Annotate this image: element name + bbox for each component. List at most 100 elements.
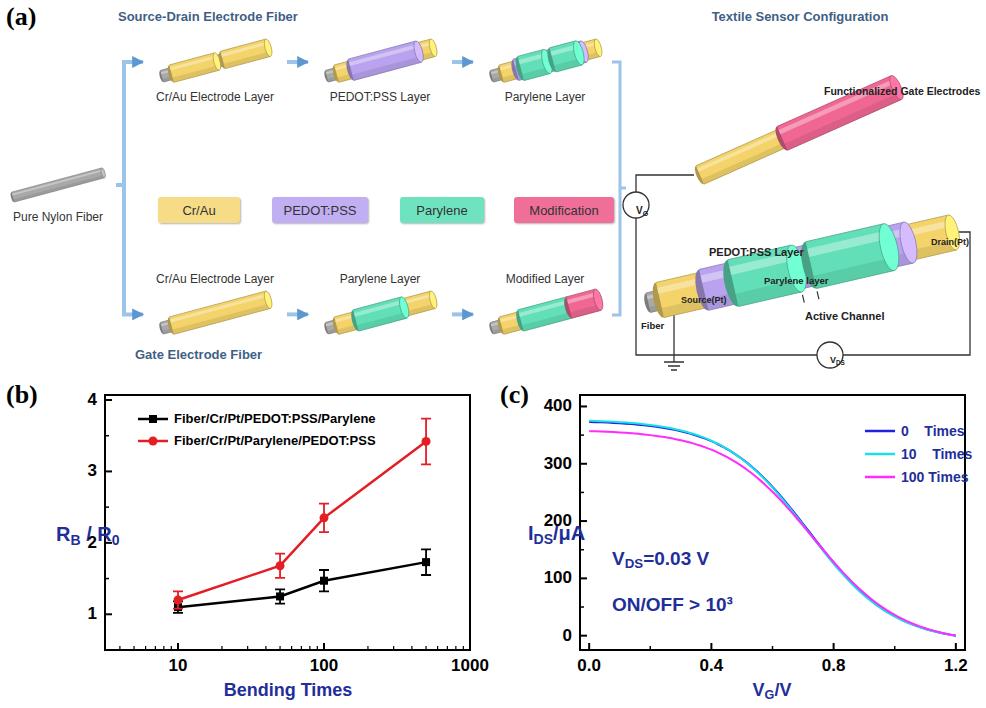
drawing-line xyxy=(580,405,587,407)
drawing-line xyxy=(469,643,471,650)
drawing-ellipse xyxy=(428,291,439,310)
drawing-line xyxy=(353,297,401,310)
tick-label: 1000 xyxy=(451,656,489,676)
part-label: PEDOT:PSS Layer xyxy=(709,246,804,259)
drawing-line xyxy=(696,129,778,166)
annotation: VDS=0.03 V xyxy=(612,548,709,572)
drawing-rect xyxy=(220,39,270,69)
drawing-line xyxy=(105,470,112,472)
drawing-rect xyxy=(334,291,435,334)
drawing-ellipse xyxy=(593,38,604,57)
drawing-line xyxy=(171,646,172,650)
tick-label: 300 xyxy=(544,454,572,474)
drawing-span: V xyxy=(753,680,765,700)
ground-symbol xyxy=(664,355,684,370)
legend-swatch: Cr/Au xyxy=(158,197,240,223)
panel-letter: (b) xyxy=(6,380,38,410)
drawing-path xyxy=(319,504,329,533)
fiber-illustration xyxy=(310,34,450,90)
drawing-rect xyxy=(702,143,786,185)
drawing-line xyxy=(174,70,219,82)
step-caption: Pure Nylon Fiber xyxy=(2,210,114,224)
drawing-rect xyxy=(348,41,421,80)
drawing-rect xyxy=(149,415,157,423)
drawing-ellipse xyxy=(100,168,106,179)
drawing-line xyxy=(265,646,266,650)
drawing-ellipse xyxy=(412,40,425,63)
drawing-line xyxy=(323,643,325,650)
drawing-line xyxy=(437,646,438,650)
legend-sample xyxy=(138,415,168,423)
drawing-span: 0 xyxy=(112,532,120,548)
process-arrow xyxy=(116,185,143,314)
drawing-path xyxy=(173,591,183,608)
drawing-span: V xyxy=(636,205,643,216)
drawing-line xyxy=(411,646,412,650)
drawing-rect xyxy=(580,395,965,650)
tick-label: 0.8 xyxy=(822,656,846,676)
drawing-line xyxy=(833,643,835,650)
drawing-rect xyxy=(807,231,887,257)
process-arrow xyxy=(452,60,473,64)
fiber-step: Parylene Layer xyxy=(475,34,615,104)
drawing-line xyxy=(145,646,146,650)
drawing-rect xyxy=(499,291,600,334)
step-caption: Parylene Layer xyxy=(475,90,615,104)
source-symbol-label: VDS xyxy=(830,355,845,366)
legend-sample xyxy=(865,477,895,478)
drawing-rect xyxy=(696,129,786,184)
tick-label: 2 xyxy=(88,533,97,553)
drawing-line xyxy=(865,430,895,433)
drawing-line xyxy=(710,643,712,650)
legend-swatch: Parylene xyxy=(400,197,484,223)
drawing-span: /V xyxy=(774,680,791,700)
drawing-ellipse xyxy=(263,291,274,310)
legend-text: Cr/Au xyxy=(182,203,215,218)
drawing-ellipse xyxy=(398,296,411,319)
panel-letter: (a) xyxy=(6,2,36,32)
drawing-rect xyxy=(173,304,271,335)
chart-c xyxy=(580,395,965,650)
legend-swatch: Modification xyxy=(514,197,614,223)
step-caption: PEDOT:PSS Layer xyxy=(310,90,450,104)
drawing-line xyxy=(348,41,416,59)
drawing-line xyxy=(524,319,572,332)
panel-letter: (c) xyxy=(500,380,529,410)
drawing-line xyxy=(291,646,292,650)
drawing-line xyxy=(588,643,590,650)
drawing-rect xyxy=(105,395,470,650)
process-arrow xyxy=(116,62,143,185)
drawing-line xyxy=(865,453,895,456)
fiber-step: Modified Layer xyxy=(475,272,615,342)
step-caption: Parylene Layer xyxy=(310,272,450,286)
drawing-span: DS xyxy=(625,556,643,571)
drawing-ellipse xyxy=(571,40,586,66)
drawing-rect xyxy=(12,169,103,195)
drawing-g xyxy=(158,291,274,338)
drawing-line xyxy=(650,646,652,650)
fiber-illustration xyxy=(310,286,450,342)
drawing-line xyxy=(105,506,109,508)
drawing-line xyxy=(777,76,891,127)
drawing-line xyxy=(163,646,164,650)
drawing-line xyxy=(580,463,587,465)
drawing-line xyxy=(317,646,318,650)
legend-text: Parylene xyxy=(416,203,467,218)
drawing-span: G xyxy=(643,210,648,217)
channel-mark xyxy=(802,291,818,302)
tick-label: 0.0 xyxy=(577,656,601,676)
drawing-line xyxy=(518,49,544,56)
drawing-rect xyxy=(354,300,403,317)
part-label: Drain(Pt) xyxy=(931,237,969,247)
drawing-line xyxy=(279,646,280,650)
drawing-line xyxy=(463,646,464,650)
tick-label: 0.4 xyxy=(700,656,724,676)
drawing-rect xyxy=(12,168,105,202)
drawing-line xyxy=(155,646,156,650)
tick-label: 1 xyxy=(88,605,97,625)
legend-sample xyxy=(138,437,168,446)
drawing-line xyxy=(955,643,957,650)
section-title: Textile Sensor Configuration xyxy=(712,10,889,25)
source-symbol-label: VG xyxy=(636,205,648,218)
